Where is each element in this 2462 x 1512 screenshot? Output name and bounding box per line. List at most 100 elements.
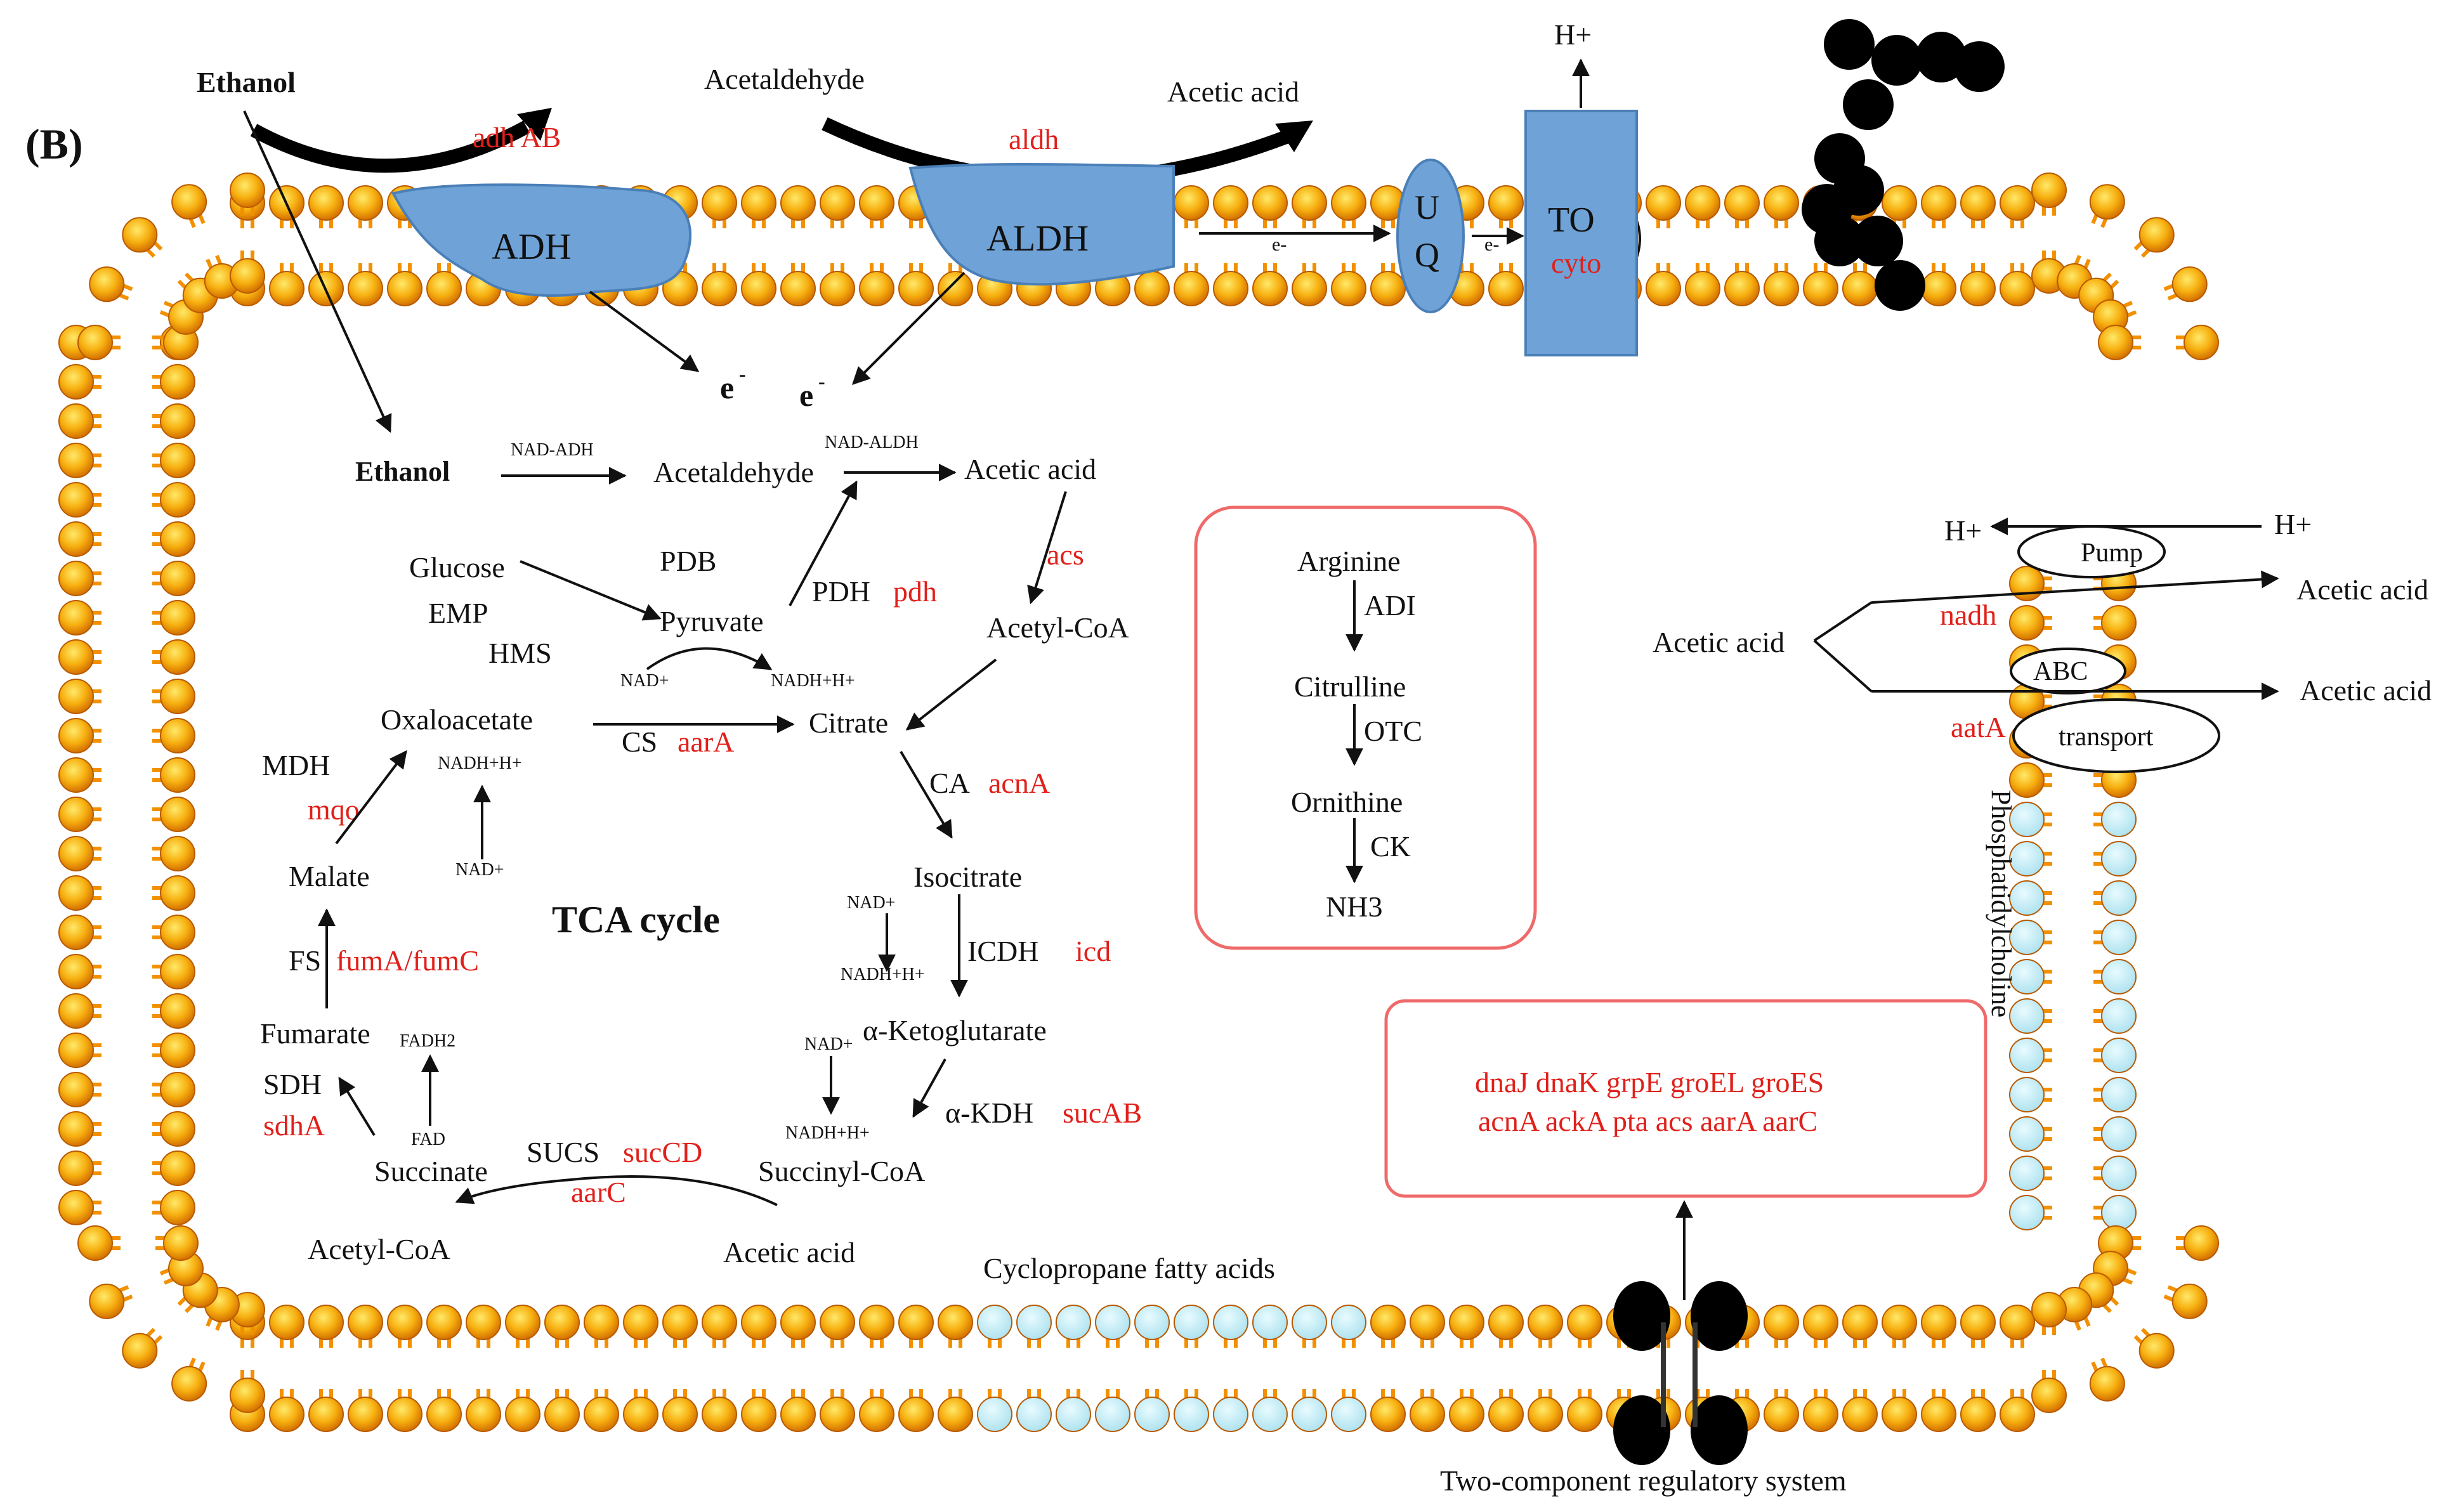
lipid-head [1095, 1305, 1130, 1348]
lipid-head [820, 1305, 855, 1348]
lipid-head [269, 263, 304, 306]
lipid-head [2093, 1195, 2137, 1230]
lipid-head [1764, 1305, 1799, 1348]
adi-label: ADI [1364, 589, 1416, 622]
lipid-head [1842, 1389, 1878, 1432]
lipid-head [58, 993, 101, 1029]
lipid-head [348, 1389, 383, 1432]
h-plus-out-label: H+ [2274, 508, 2312, 540]
citrulline-label: Citrulline [1294, 670, 1406, 703]
lipid-head [2009, 880, 2052, 916]
lipid-head [1567, 1305, 1602, 1348]
lipid-head [122, 1327, 163, 1369]
lipid-head [308, 263, 344, 306]
lipid-head [152, 1111, 195, 1147]
mdh-nad-label: NAD+ [455, 860, 504, 880]
lipid-head [348, 1305, 383, 1348]
lipid-head [466, 1389, 501, 1432]
lipid-head [1292, 263, 1327, 306]
lipid-head [387, 1305, 422, 1348]
transport-ellipse [2012, 698, 2220, 773]
lipid-head [1370, 1389, 1406, 1432]
transport-label: transport [2059, 722, 2154, 752]
lipid-head [152, 1150, 195, 1186]
aarc-gene-label: aarC [571, 1176, 626, 1208]
lipid-head [1174, 1305, 1209, 1348]
glucose-label: Glucose [409, 551, 505, 583]
nad-adh-label: NAD-ADH [511, 440, 594, 460]
pyruvate-label: Pyruvate [660, 605, 764, 637]
acetyl-coa-label: Acetyl-CoA [986, 611, 1129, 644]
lipid-head [152, 521, 195, 557]
reaction-arrow [789, 480, 858, 606]
lipid-head [623, 1305, 658, 1348]
fs-gene-label: fumA/fumC [336, 944, 479, 977]
lipid-head [58, 836, 101, 871]
lipid-head [2031, 1292, 2067, 1335]
lipid-head [702, 1305, 737, 1348]
reaction-arrow [243, 110, 392, 433]
lipid-head [152, 600, 195, 635]
lipid-head [2093, 1156, 2137, 1191]
lipid-head [426, 263, 462, 306]
ethanol-label: Ethanol [355, 456, 450, 487]
lipid-head [2000, 263, 2035, 306]
lipid-head [171, 1357, 207, 1402]
aldh-arc-head [1275, 121, 1313, 152]
lipid-head [2009, 1077, 2052, 1112]
lipid-head [58, 915, 101, 950]
tca-acetyl-coa-label: Acetyl-CoA [308, 1233, 450, 1265]
cyclopropane-fatty-acids-label: Cyclopropane fatty acids [983, 1252, 1275, 1284]
lipid-head [1842, 263, 1878, 306]
lipid-head [1960, 185, 1996, 228]
lipid-head [1292, 1305, 1327, 1348]
lipid-head [77, 1225, 121, 1261]
lipid-head [152, 836, 195, 871]
lipid-head [58, 757, 101, 793]
lipid-head [741, 185, 776, 228]
lipid-head [2009, 841, 2052, 877]
lipid-head [1842, 1305, 1878, 1348]
pdb-label: PDB [660, 545, 716, 577]
lipid-head [1724, 185, 1760, 228]
regulated-genes-box [1384, 999, 1987, 1198]
lipid-head [938, 1305, 973, 1348]
otc-label: OTC [1364, 715, 1422, 747]
lipid-head [741, 263, 776, 306]
mdh-nadh-label: NADH+H+ [438, 753, 522, 773]
lipid-head [58, 561, 101, 596]
ornithine-label: Ornithine [1291, 786, 1403, 818]
lipid-head [1488, 1305, 1524, 1348]
icdh-gene-label: icd [1075, 935, 1111, 967]
ck-label: CK [1370, 830, 1411, 863]
lipid-head [2098, 325, 2141, 360]
lipid-head [1370, 1305, 1406, 1348]
lipid-head [2089, 1357, 2125, 1402]
pyruvate-nadh-label: NADH+H+ [771, 671, 855, 691]
lipid-head [58, 403, 101, 439]
electron-transfer-label-2: e- [1484, 234, 1499, 255]
lipid-head [1331, 1305, 1366, 1348]
lipid-head [77, 325, 121, 360]
lipid-head [584, 1305, 619, 1348]
lipid-head [58, 600, 101, 635]
uq-u-label: U [1415, 188, 1439, 226]
regulated-genes-line-2: acnA ackA pta acs aarA aarC [1478, 1105, 1817, 1137]
lipid-head [1921, 263, 1956, 306]
two-component-system-label: Two-component regulatory system [1440, 1464, 1847, 1497]
lipid-head [820, 185, 855, 228]
pump-label: Pump [2081, 538, 2143, 568]
lipid-head [1292, 1389, 1327, 1432]
sdh-gene-label: sdhA [263, 1109, 325, 1142]
lipid-head [1882, 1389, 1917, 1432]
fad-label: FAD [411, 1130, 445, 1149]
lipid-head [820, 1389, 855, 1432]
lipid-head [1685, 263, 1720, 306]
lipid-head [58, 1190, 101, 1225]
ubiquinone [1396, 159, 1465, 313]
connector-line [1813, 639, 1873, 693]
outside-h-plus-label: H+ [1554, 18, 1592, 51]
lipid-head [977, 1389, 1012, 1432]
emp-label: EMP [428, 597, 488, 629]
